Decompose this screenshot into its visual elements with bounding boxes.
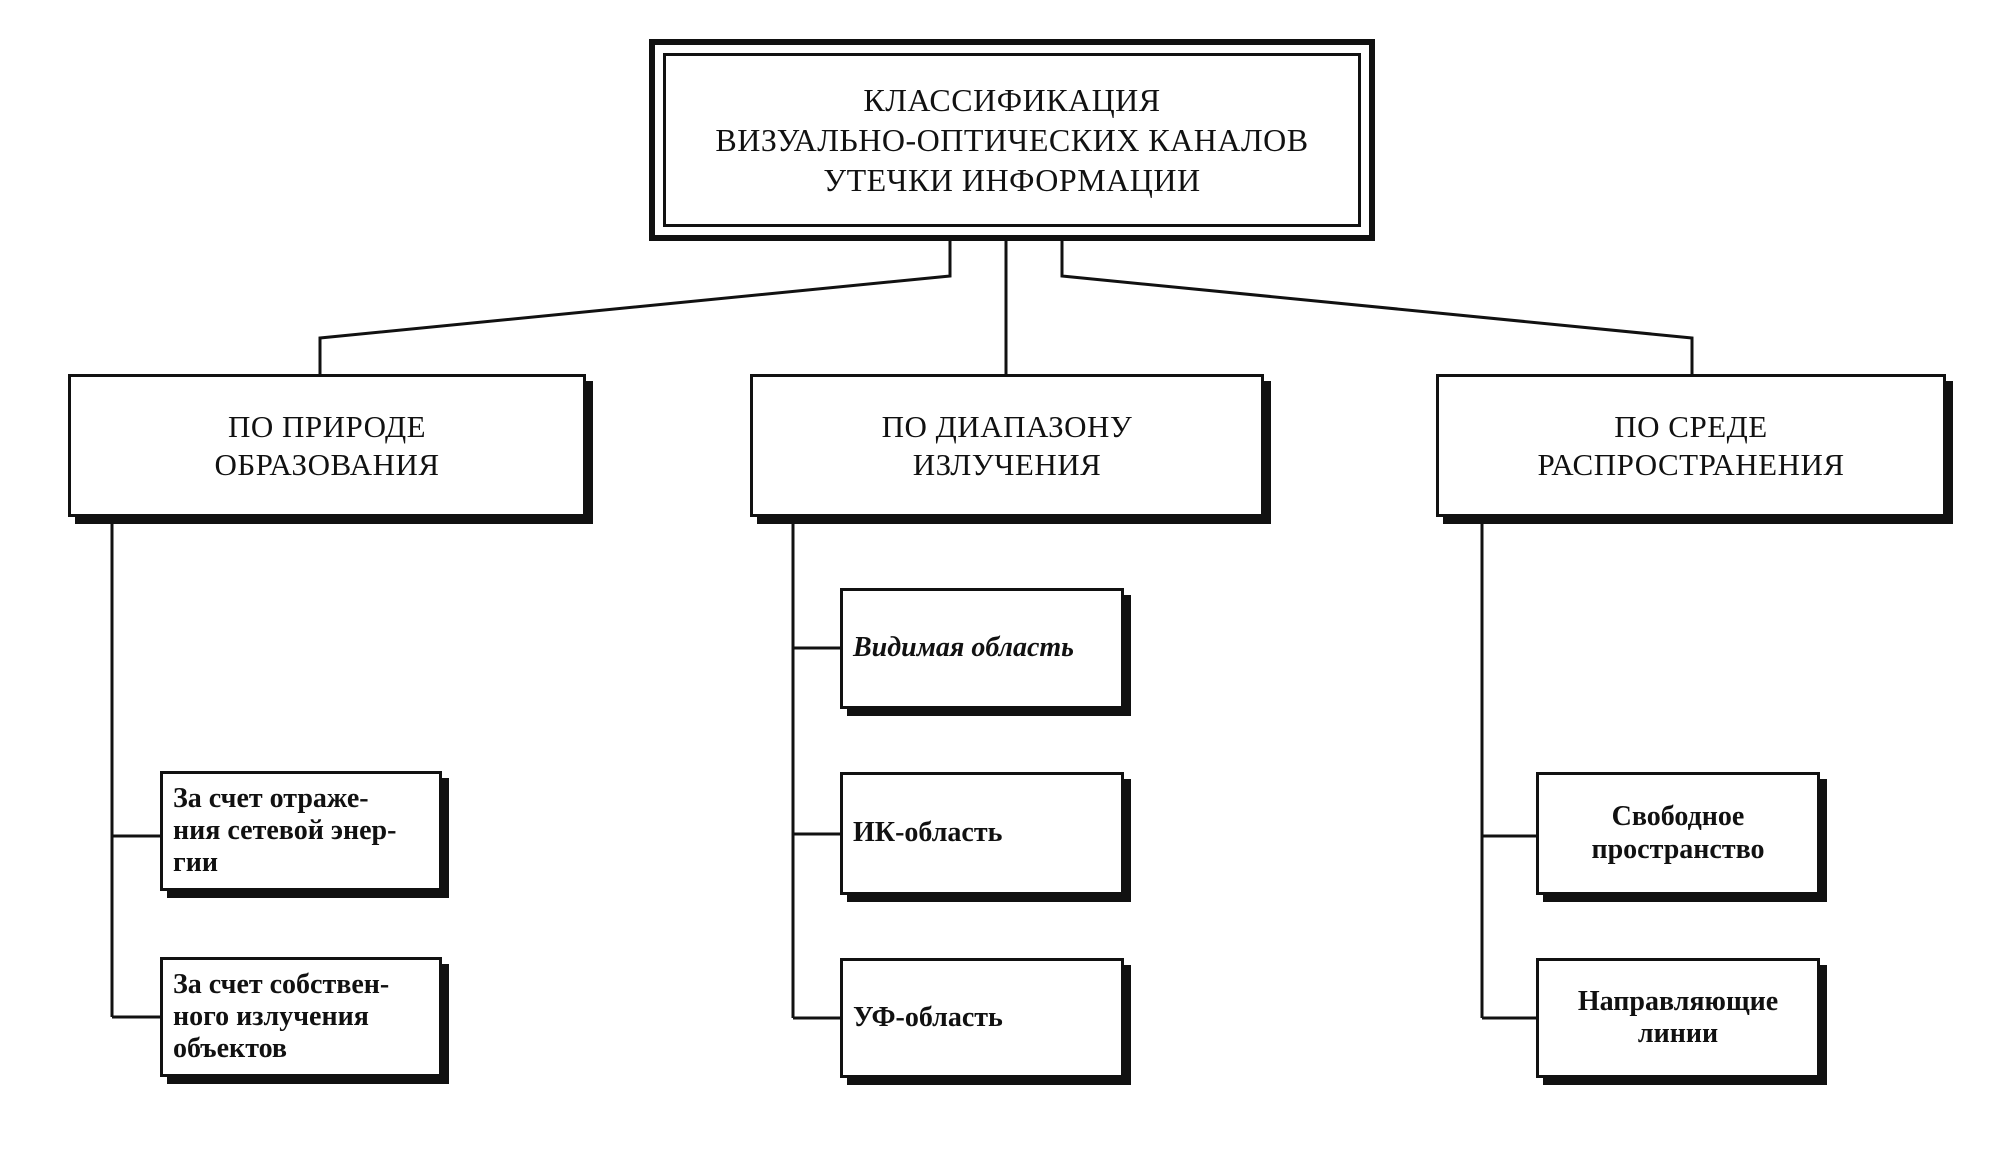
- leaf-ir-range-text: ИК-область: [853, 817, 1003, 849]
- category-by-medium: ПО СРЕДЕ РАСПРОСТРАНЕНИЯ: [1436, 374, 1946, 517]
- leaf-visible-range-text: Видимая область: [853, 632, 1074, 664]
- leaf-ir-range: ИК-область: [840, 772, 1124, 895]
- leaf-visible-range: Видимая область: [840, 588, 1124, 709]
- leaf-own-emission: За счет собствен- ного излучения объекто…: [160, 957, 442, 1077]
- leaf-free-space-text: Свободное пространство: [1591, 801, 1765, 865]
- root-node-inner: КЛАССИФИКАЦИЯ ВИЗУАЛЬНО-ОПТИЧЕСКИХ КАНАЛ…: [663, 53, 1361, 227]
- leaf-reflection-text: За счет отраже- ния сетевой энер- гии: [173, 782, 397, 879]
- category-by-range: ПО ДИАПАЗОНУ ИЗЛУЧЕНИЯ: [750, 374, 1264, 517]
- leaf-guided-lines: Направляющие линии: [1536, 958, 1820, 1078]
- connector-root-right: [1060, 241, 1694, 374]
- category-by-origin-label: ПО ПРИРОДЕ ОБРАЗОВАНИЯ: [214, 409, 440, 482]
- root-title: КЛАССИФИКАЦИЯ ВИЗУАЛЬНО-ОПТИЧЕСКИХ КАНАЛ…: [715, 82, 1309, 198]
- leaf-own-emission-text: За счет собствен- ного излучения объекто…: [173, 968, 390, 1065]
- leaf-free-space: Свободное пространство: [1536, 772, 1820, 895]
- category-by-range-label: ПО ДИАПАЗОНУ ИЗЛУЧЕНИЯ: [881, 409, 1133, 482]
- leaf-reflection: За счет отраже- ния сетевой энер- гии: [160, 771, 442, 891]
- root-node: КЛАССИФИКАЦИЯ ВИЗУАЛЬНО-ОПТИЧЕСКИХ КАНАЛ…: [649, 39, 1375, 241]
- leaf-guided-lines-text: Направляющие линии: [1577, 985, 1779, 1049]
- connector-root-left: [318, 241, 952, 374]
- category-by-origin: ПО ПРИРОДЕ ОБРАЗОВАНИЯ: [68, 374, 586, 517]
- leaf-uv-range: УФ-область: [840, 958, 1124, 1078]
- category-by-medium-label: ПО СРЕДЕ РАСПРОСТРАНЕНИЯ: [1537, 409, 1845, 482]
- leaf-uv-range-text: УФ-область: [853, 1001, 1003, 1033]
